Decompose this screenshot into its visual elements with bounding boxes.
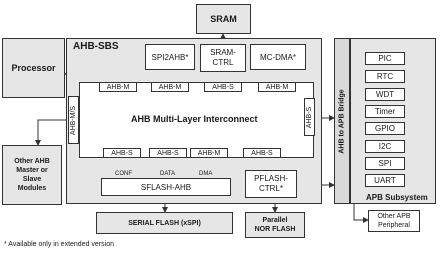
- apb-item-i2c-label: I2C: [378, 142, 392, 151]
- sflash-ahb-label: SFLASH-AHB: [140, 182, 192, 192]
- apb-item-pic-label: PIC: [378, 54, 392, 63]
- apb-item-wdt-label: WDT: [375, 90, 395, 99]
- other-apb-line-1: Other APB: [377, 213, 411, 220]
- sflash-data-label: DATA: [160, 171, 176, 177]
- mc-dma-block: MC-DMA*: [250, 44, 306, 70]
- serial-flash-block: SERIAL FLASH (xSPI): [96, 212, 233, 234]
- port-bottom-4-label: AHB-S: [251, 149, 273, 157]
- nor-flash-line-1: Parallel: [262, 217, 288, 224]
- port-top-4-label: AHB-M: [265, 83, 289, 91]
- port-right-label: AHB-S: [306, 106, 313, 128]
- sflash-ahb-block: SFLASH-AHB: [101, 178, 231, 196]
- port-top-2-label: AHB-M: [158, 83, 182, 91]
- port-top-4: AHB-M: [258, 82, 296, 92]
- port-bottom-1-label: AHB-S: [111, 149, 133, 157]
- sram-ctrl-block: SRAM- CTRL: [200, 44, 246, 72]
- mc-dma-label: MC-DMA*: [260, 52, 296, 62]
- other-ahb-line-3: Slave: [22, 176, 42, 183]
- apb-item-spi-label: SPI: [378, 159, 392, 168]
- port-bottom-1: AHB-S: [103, 148, 141, 158]
- spi2ahb-block: SPI2AHB*: [145, 44, 195, 70]
- port-left: AHB-M/S: [68, 96, 79, 144]
- nor-flash-line-2: NOR FLASH: [254, 226, 296, 233]
- other-ahb-link: [35, 119, 68, 146]
- port-top-3: AHB-S: [204, 82, 242, 92]
- nor-flash-block: Parallel NOR FLASH: [245, 212, 305, 238]
- interconnect-block: [79, 82, 314, 158]
- apb-item-i2c: I2C: [365, 140, 405, 153]
- interconnect-label: AHB Multi-Layer Interconnect: [131, 114, 258, 124]
- port-bottom-3-label: AHB-M: [197, 149, 221, 157]
- footnote: * Available only in extended version: [4, 241, 115, 248]
- apb-item-timer-label: Timer: [374, 107, 396, 116]
- apb-item-rtc: RTC: [365, 70, 405, 83]
- apb-item-uart-label: UART: [374, 176, 396, 185]
- processor-block: Processor: [2, 38, 65, 98]
- apb-item-timer: Timer: [365, 105, 405, 118]
- apb-item-gpio: GPIO: [365, 122, 405, 135]
- other-ahb-line-1: Other AHB: [14, 158, 50, 165]
- port-top-2: AHB-M: [151, 82, 189, 92]
- apb-subsystem-panel: [350, 38, 436, 204]
- other-apb-block: Other APB Peripheral: [368, 210, 420, 232]
- other-apb-line-2: Peripheral: [378, 222, 410, 229]
- sflash-dma-label: DMA: [199, 171, 213, 177]
- processor-label: Processor: [11, 63, 56, 73]
- apb-subsystem-title: APB Subsystem: [366, 193, 428, 202]
- port-right: AHB-S: [304, 98, 315, 136]
- apb-item-rtc-label: RTC: [376, 72, 394, 81]
- pflash-ctrl-block: PFLASH- CTRL*: [245, 170, 297, 198]
- serial-flash-label: SERIAL FLASH (xSPI): [128, 219, 201, 227]
- spi2ahb-label: SPI2AHB*: [151, 52, 189, 62]
- port-bottom-2: AHB-S: [149, 148, 187, 158]
- bridge-label: AHB to APB Bridge: [338, 88, 346, 154]
- port-bottom-2-label: AHB-S: [157, 149, 179, 157]
- apb-item-wdt: WDT: [365, 88, 405, 101]
- port-bottom-3: AHB-M: [190, 148, 228, 158]
- other-ahb-line-4: Modules: [17, 185, 47, 192]
- port-top-3-label: AHB-S: [212, 83, 234, 91]
- port-top-1-label: AHB-M: [106, 83, 130, 91]
- apb-item-gpio-label: GPIO: [374, 124, 395, 133]
- pflash-line-2: CTRL*: [258, 184, 283, 193]
- sram-ctrl-line-1: SRAM-: [210, 48, 236, 57]
- sram-block: SRAM: [196, 4, 251, 34]
- ahb-apb-bridge-block: AHB to APB Bridge: [334, 38, 350, 204]
- sram-ctrl-line-2: CTRL: [212, 58, 234, 67]
- apb-item-pic: PIC: [365, 52, 405, 65]
- other-ahb-block: Other AHB Master or Slave Modules: [2, 145, 62, 205]
- apb-item-spi: SPI: [365, 157, 405, 170]
- pflash-line-1: PFLASH-: [254, 174, 288, 183]
- port-left-label: AHB-M/S: [70, 105, 78, 135]
- sflash-conf-label: CONF: [115, 171, 132, 177]
- other-ahb-line-2: Master or: [16, 167, 48, 174]
- sram-label: SRAM: [210, 14, 237, 24]
- ahb-sbs-title: AHB-SBS: [73, 41, 119, 52]
- port-bottom-4: AHB-S: [243, 148, 281, 158]
- port-top-1: AHB-M: [99, 82, 137, 92]
- apb-item-uart: UART: [365, 174, 405, 187]
